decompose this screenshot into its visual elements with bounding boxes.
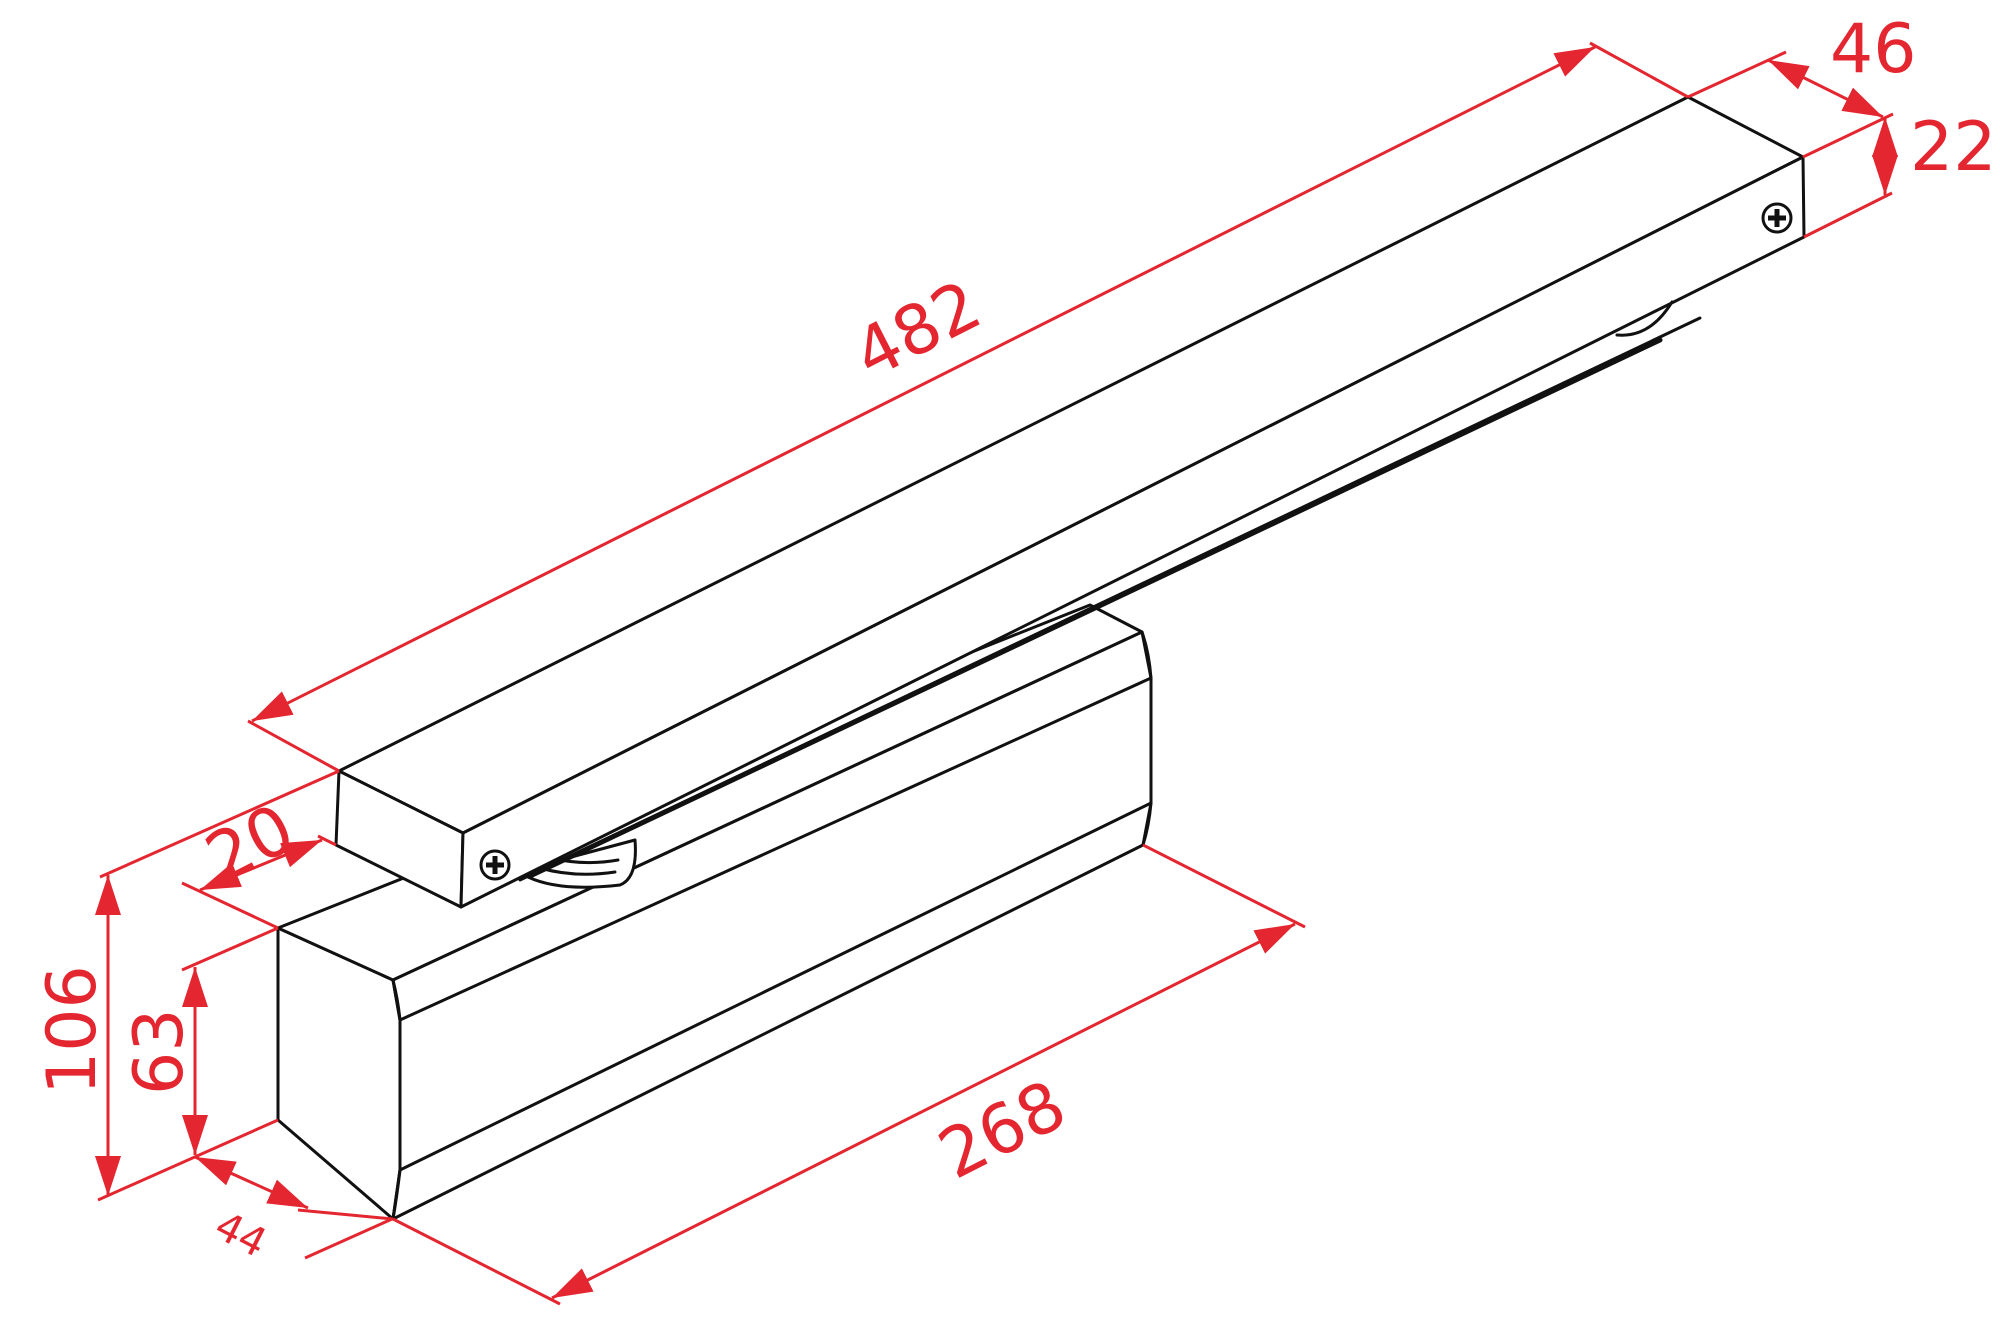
label-106: 106 [33,965,112,1095]
label-268: 268 [927,1066,1079,1195]
screw-icon [479,849,511,881]
label-63: 63 [120,1008,199,1095]
label-44: 44 [207,1203,273,1267]
body-front-chamfer [391,978,402,1221]
dimension-rail-offset: 20 [99,769,340,930]
dimension-rail-depth: 46 [1687,10,1917,159]
dimension-body-height: 63 [120,926,279,1155]
label-20: 20 [194,789,307,899]
label-482: 482 [842,266,994,395]
dimension-rail-height: 22 [1803,108,1997,239]
dimension-overall-height: 106 [33,875,279,1202]
label-46: 46 [1830,10,1917,89]
screw-icon [1761,202,1793,234]
roller-rear [1615,300,1674,337]
label-22: 22 [1910,108,1997,187]
body-upper-facet-line [398,676,1153,1022]
